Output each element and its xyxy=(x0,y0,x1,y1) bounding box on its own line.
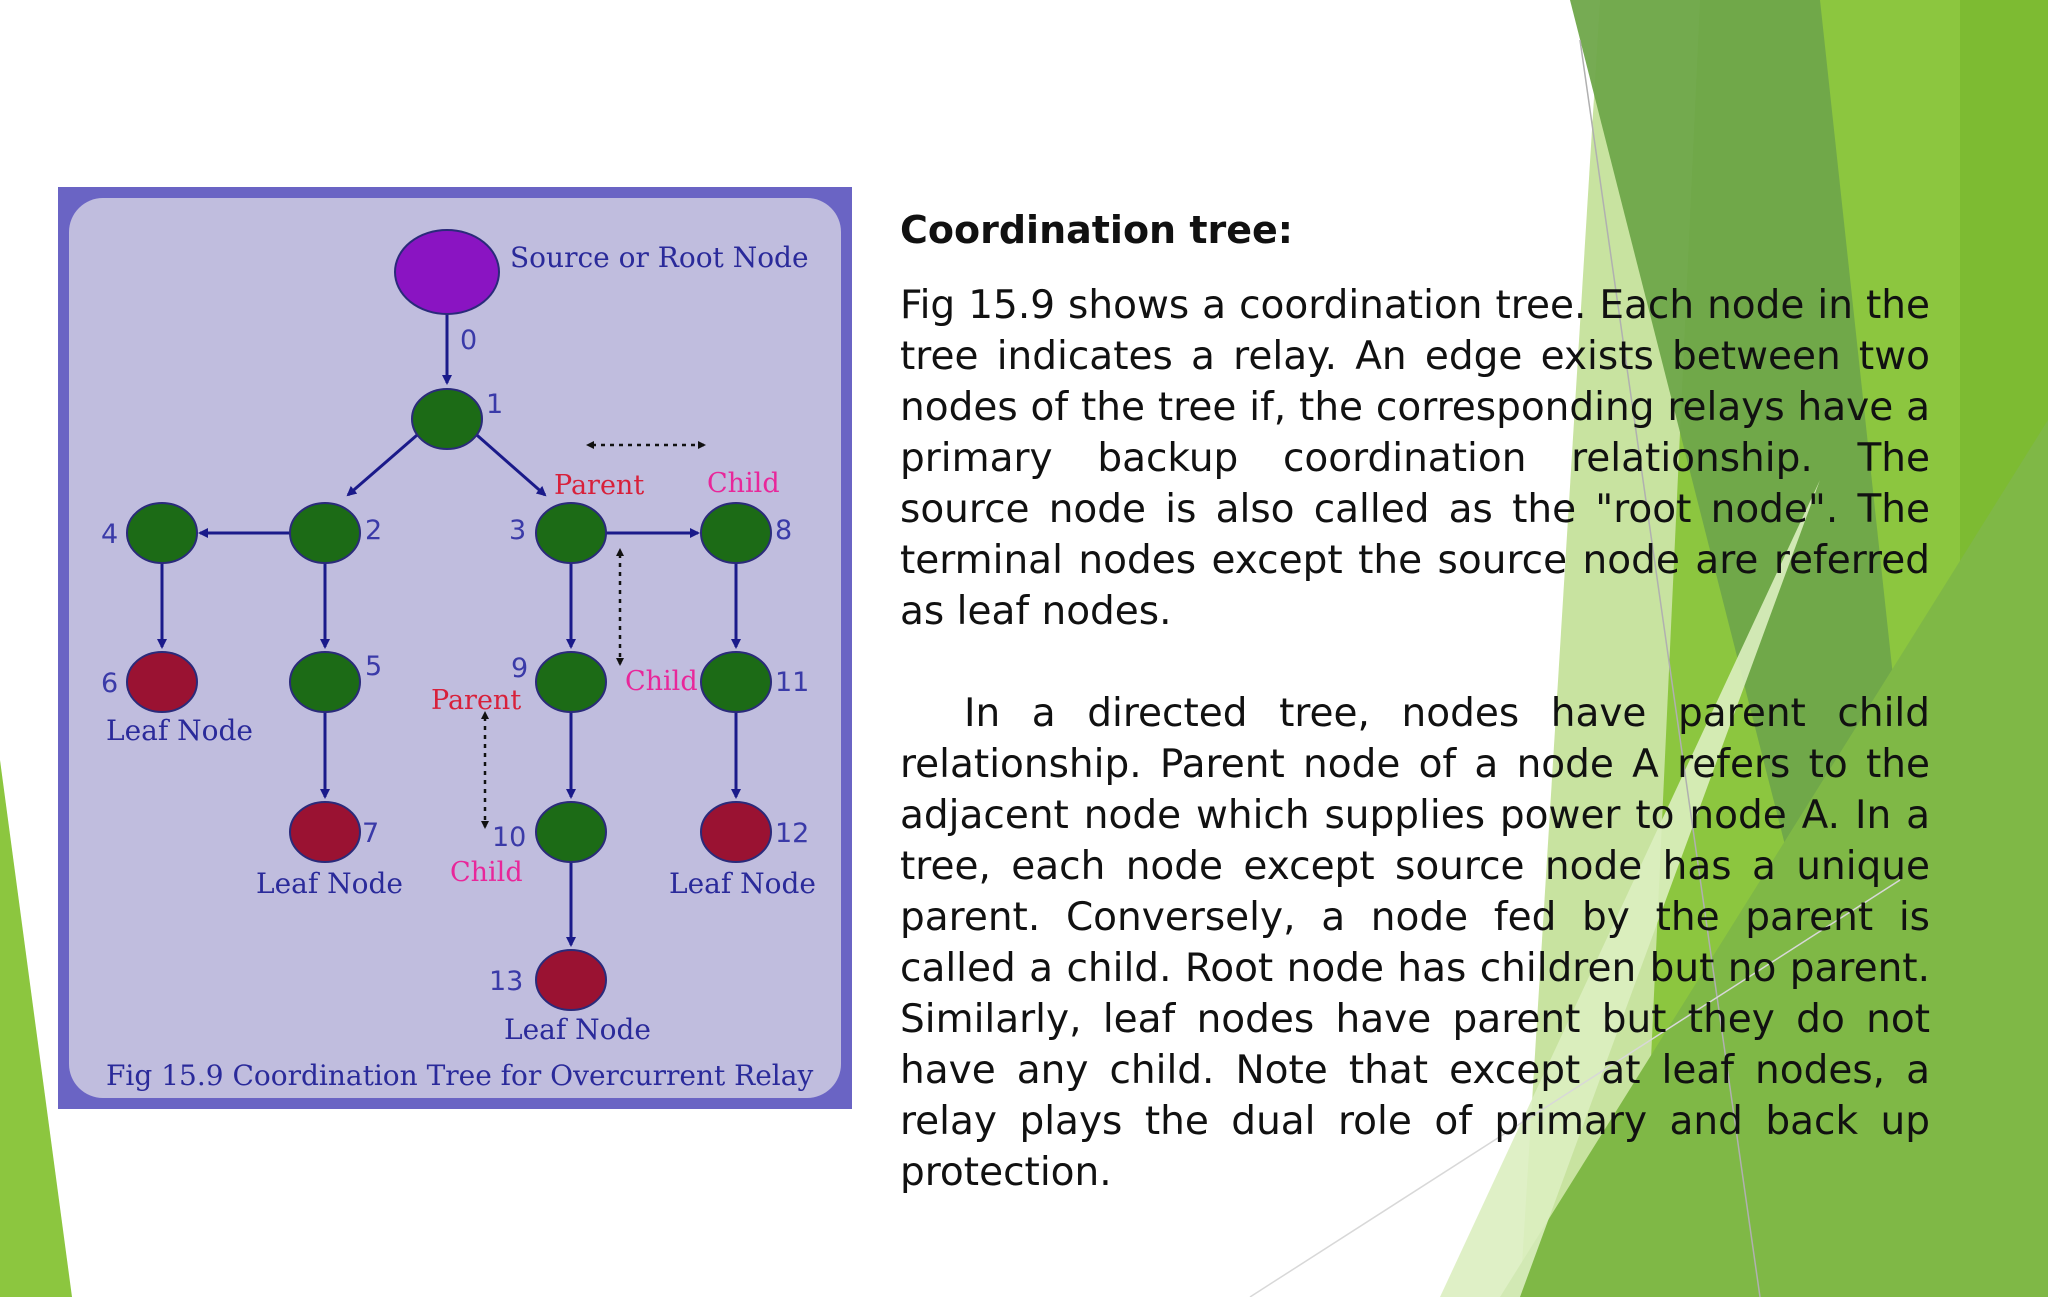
tree-diagram: Source or Root Node 0 1 2 3 4 8 6 5 9 11… xyxy=(101,229,816,1092)
decor-line-2 xyxy=(1249,879,1901,1297)
node-12-number: 12 xyxy=(775,818,809,849)
child-label-left: Child xyxy=(450,857,523,888)
text-column: Coordination tree: Fig 15.9 shows a coor… xyxy=(900,208,1930,1198)
node-1-number: 1 xyxy=(486,389,503,420)
coordination-tree-figure: Source or Root Node 0 1 2 3 4 8 6 5 9 11… xyxy=(58,187,852,1109)
node-5-number: 5 xyxy=(365,651,382,682)
node-7-number: 7 xyxy=(362,818,379,849)
node-8-number: 8 xyxy=(775,515,792,546)
node-0-root xyxy=(394,229,500,315)
node-13-number: 13 xyxy=(489,966,523,997)
node-2 xyxy=(289,502,361,564)
edge-1-3 xyxy=(469,427,547,497)
child-label-top: Child xyxy=(707,468,780,499)
decor-line-1 xyxy=(1579,39,1761,1297)
parent-label-top: Parent xyxy=(554,470,644,501)
node-13-leaf xyxy=(535,949,607,1011)
leaf-label-12: Leaf Node xyxy=(669,867,816,900)
figure-caption: Fig 15.9 Coordination Tree for Overcurre… xyxy=(106,1059,813,1092)
node-6-leaf xyxy=(126,651,198,713)
node-11-number: 11 xyxy=(775,667,809,698)
node-4 xyxy=(126,502,198,564)
node-3-number: 3 xyxy=(509,515,526,546)
right-light-facet xyxy=(1440,480,1820,1297)
node-10 xyxy=(535,801,607,863)
parent-label-left: Parent xyxy=(431,685,521,716)
paragraph-1: Fig 15.9 shows a coordination tree. Each… xyxy=(900,282,1930,634)
paragraph-2: In a directed tree, nodes have parent ch… xyxy=(900,690,1930,1195)
node-12-leaf xyxy=(700,801,772,863)
leaf-label-7: Leaf Node xyxy=(256,867,403,900)
leaf-label-6: Leaf Node xyxy=(106,714,253,747)
node-9-number: 9 xyxy=(511,653,528,684)
figure-panel xyxy=(69,198,841,1098)
node-8 xyxy=(700,502,772,564)
source-root-label: Source or Root Node xyxy=(510,241,809,274)
leaf-label-13: Leaf Node xyxy=(504,1013,651,1046)
node-3 xyxy=(535,502,607,564)
node-1 xyxy=(411,388,483,450)
edge-1-2 xyxy=(346,427,425,497)
right-lower-facet xyxy=(1500,420,2048,1297)
node-4-number: 4 xyxy=(101,519,118,550)
node-0-number: 0 xyxy=(460,325,477,356)
node-5 xyxy=(289,651,361,713)
child-label-right: Child xyxy=(625,666,698,697)
node-6-number: 6 xyxy=(101,668,118,699)
node-9 xyxy=(535,651,607,713)
node-10-number: 10 xyxy=(492,822,526,853)
node-7-leaf xyxy=(289,801,361,863)
node-2-number: 2 xyxy=(365,515,382,546)
slide-heading: Coordination tree: xyxy=(900,208,1293,252)
node-11 xyxy=(700,651,772,713)
left-green-sliver xyxy=(0,760,72,1297)
